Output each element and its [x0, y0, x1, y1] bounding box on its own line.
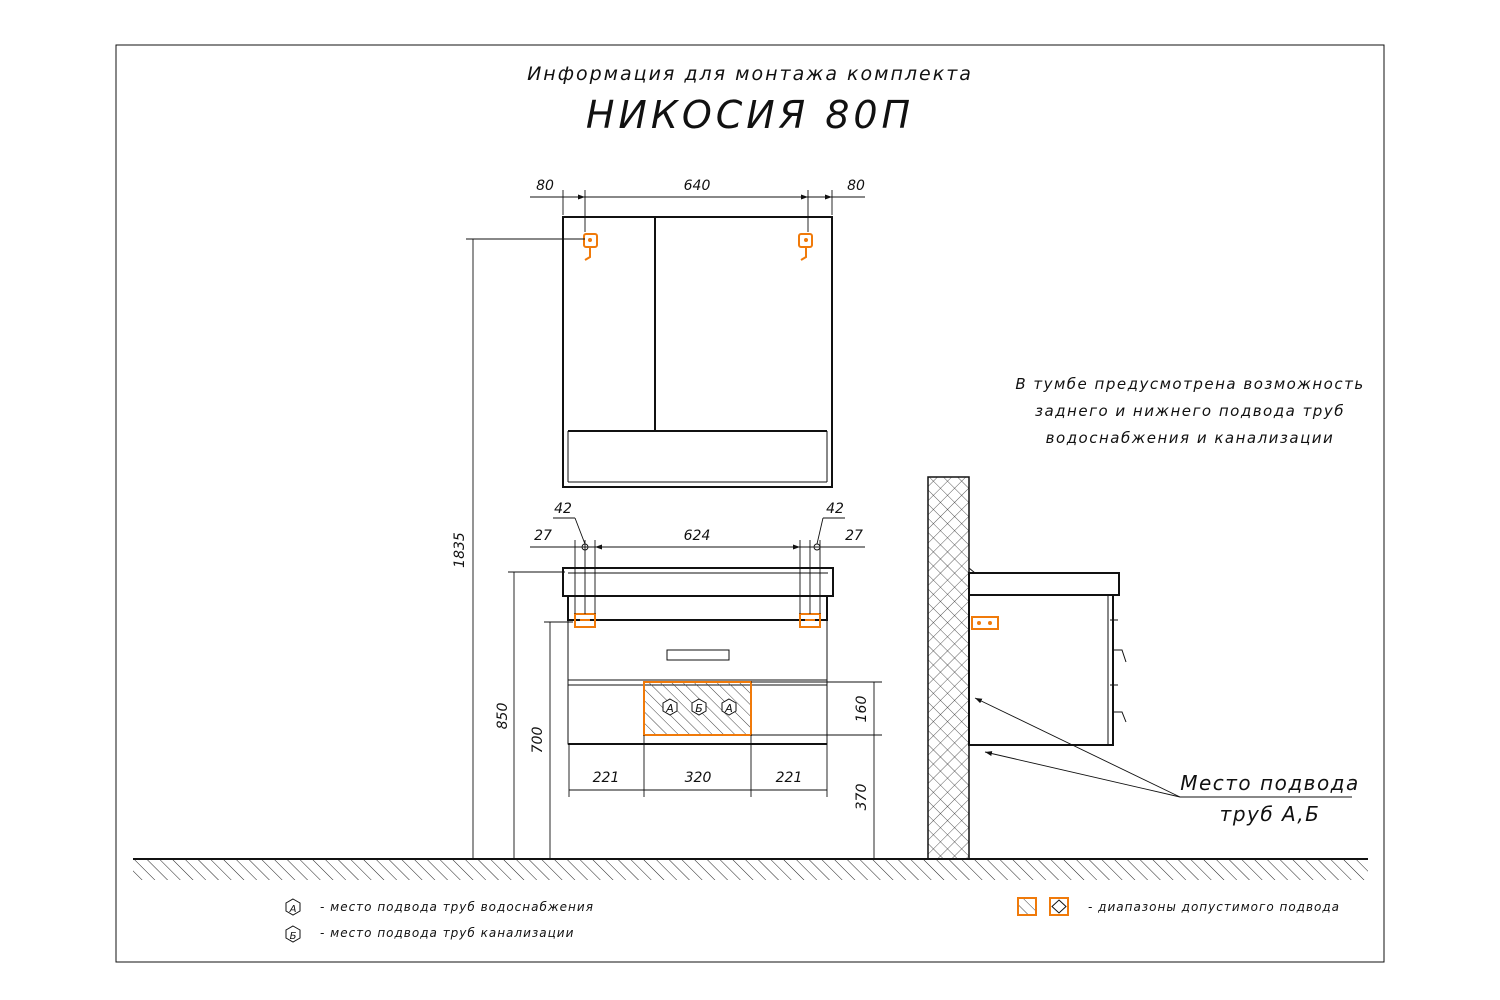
- callout-line2: труб А,Б: [1220, 802, 1321, 826]
- mirror-width-dimension: [530, 190, 865, 232]
- drawing-subtitle: Информация для монтажа комплекта: [527, 63, 973, 85]
- legend-ranges: - диапазоны допустимого подвода: [1088, 900, 1340, 914]
- dim-zone-width: 320: [685, 770, 712, 786]
- svg-text:А: А: [724, 702, 733, 715]
- svg-text:А: А: [665, 702, 674, 715]
- note-line-3: водоснабжения и канализации: [1046, 429, 1335, 447]
- dim-edge-left: 27: [534, 528, 552, 544]
- mirror-hanger-left-icon: [583, 233, 598, 261]
- dim-zone-bottom: 370: [854, 784, 870, 811]
- dim-hole-left: 42: [554, 501, 572, 517]
- height-dimension-700: [544, 621, 573, 859]
- marker-a-left-icon: А: [662, 698, 678, 716]
- dim-height-850: 850: [495, 703, 511, 730]
- svg-text:А: А: [289, 904, 297, 915]
- note-line-2: заднего и нижнего подвода труб: [1035, 402, 1345, 420]
- zone-width-dimension: [568, 735, 828, 797]
- dim-cabinet-mid: 624: [684, 528, 711, 544]
- dim-mirror-left: 80: [536, 178, 554, 194]
- legend-water-icon: А: [285, 898, 301, 916]
- legend-range-hatch-icon: [1017, 897, 1037, 916]
- dim-zone-right: 221: [776, 770, 803, 786]
- dim-zone-left: 221: [593, 770, 620, 786]
- svg-text:Б: Б: [695, 702, 703, 715]
- svg-text:Б: Б: [290, 931, 297, 942]
- side-hanger-icon: [971, 616, 999, 630]
- wall-section: [927, 476, 970, 860]
- marker-b-icon: Б: [691, 698, 707, 716]
- vanity-side-view: [968, 567, 1127, 746]
- pipe-callout-leaders: [974, 697, 1352, 798]
- legend-sewer-icon: Б: [285, 925, 301, 943]
- drawing-title: НИКОСИЯ 80П: [586, 93, 914, 137]
- floor-line: [133, 858, 1368, 880]
- legend-sewer: - место подвода труб канализации: [320, 926, 574, 940]
- sheet-frame: [115, 44, 1385, 963]
- legend-water: - место подвода труб водоснабжения: [320, 900, 594, 914]
- vanity-width-dimension: [530, 517, 865, 614]
- height-dimension-total: [466, 238, 585, 859]
- mirror-hanger-right-icon: [798, 233, 813, 261]
- height-dimension-850: [508, 571, 565, 859]
- callout-line1: Место подвода: [1180, 771, 1360, 795]
- zone-height-dimension: [751, 681, 882, 859]
- dim-zone-height: 160: [854, 696, 870, 723]
- dim-height-total: 1835: [452, 532, 468, 568]
- dim-mirror-mid: 640: [684, 178, 711, 194]
- marker-a-right-icon: А: [721, 698, 737, 716]
- dim-edge-right: 27: [845, 528, 863, 544]
- dim-mirror-right: 80: [847, 178, 865, 194]
- dim-height-700: 700: [530, 727, 546, 754]
- dim-hole-right: 42: [826, 501, 844, 517]
- mirror-cabinet: [562, 216, 833, 488]
- legend-range-cross-icon: [1049, 897, 1069, 916]
- note-line-1: В тумбе предусмотрена возможность: [1015, 375, 1364, 393]
